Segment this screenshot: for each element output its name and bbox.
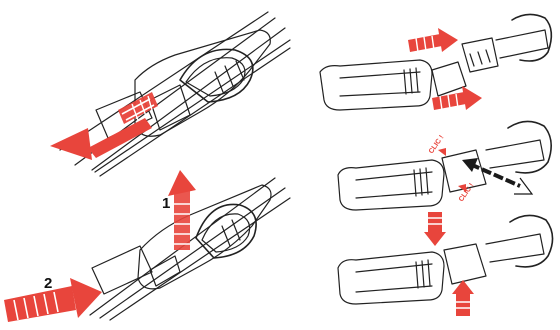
panel-buckle-release [338,215,553,304]
d-ring-right [508,121,551,172]
arrow-push-right [4,278,102,322]
slider-buckle [92,246,152,294]
buckle-male [462,38,498,72]
handle-pad [135,30,270,136]
arrow-pull-left [50,92,158,160]
buckle-female [432,62,466,96]
arrow-top-right [408,28,458,52]
arrow-press-down [424,212,446,246]
panel-buckle-click [338,121,551,210]
red-marker [438,148,466,192]
buckle-closed [444,244,486,284]
step-label-1: 1 [162,195,170,212]
step-label-2: 2 [44,275,52,292]
panel-buckle-open [320,14,551,110]
handle-pad [138,185,271,289]
d-ring-right [510,215,553,266]
arrow-press-up [452,280,474,316]
arrow-lift-up [168,170,196,250]
